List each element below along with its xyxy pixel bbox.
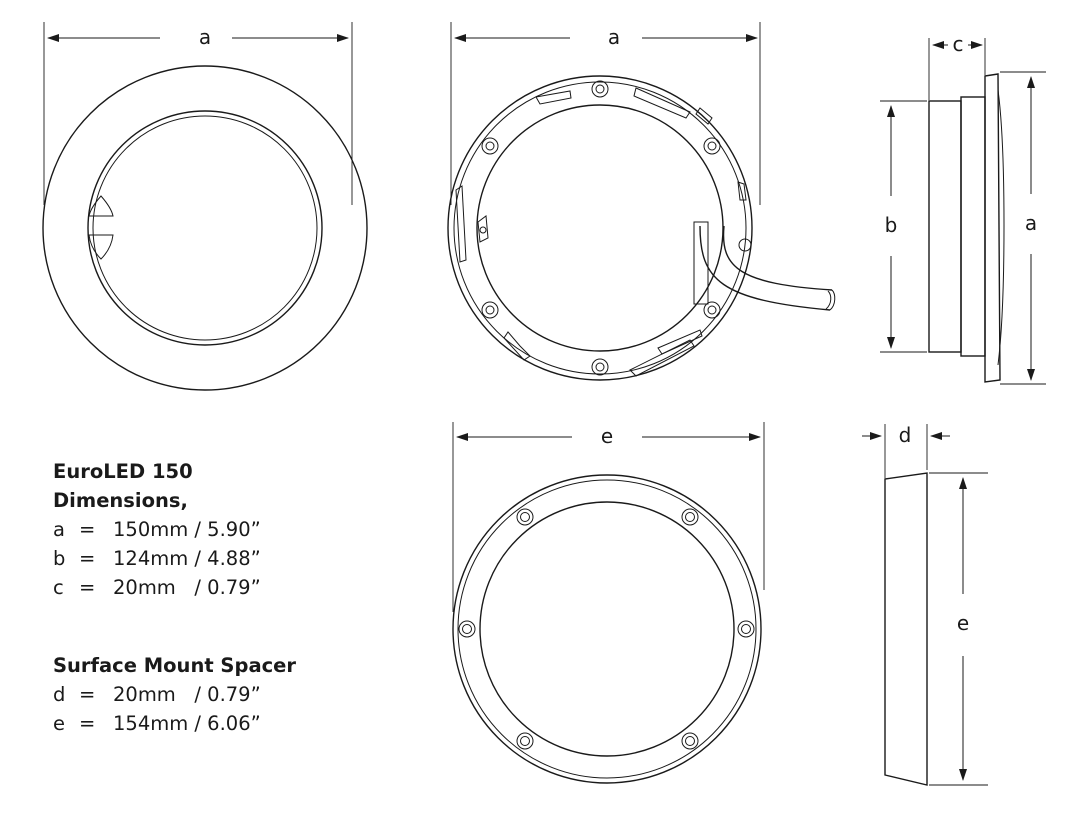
spacer-outer-ring (452, 474, 762, 784)
side-bezel (984, 73, 1001, 383)
side-dim-a-label: a (1025, 211, 1037, 235)
light-dim-row: c = 20mm / 0.79” (53, 573, 261, 602)
front-dim-a-label: a (199, 25, 211, 49)
dim-value: 20mm / 0.79” (113, 576, 261, 599)
light-title: EuroLED 150 (53, 460, 193, 483)
front-outer-ring (42, 65, 368, 391)
spacer-side-dim-e-label: e (957, 611, 969, 635)
dim-eq: = (79, 518, 96, 541)
dim-eq: = (79, 712, 96, 735)
back-view: a (447, 22, 836, 381)
spacer-title: Surface Mount Spacer (53, 654, 296, 677)
light-dim-row: a = 150mm / 5.90” (53, 515, 261, 544)
spacer-outer-edge (457, 479, 757, 779)
side-dim-b-label: b (885, 213, 898, 237)
back-housing (476, 104, 724, 352)
spacer-dim-row: d = 20mm / 0.79” (53, 680, 296, 709)
dim-key: a (53, 518, 65, 541)
side-collar (960, 96, 986, 357)
spacer-dim-row: e = 154mm / 6.06” (53, 709, 296, 738)
dim-value: 20mm / 0.79” (113, 683, 261, 706)
back-clips (455, 87, 747, 377)
dim-key: b (53, 547, 66, 570)
back-flange-edge (453, 81, 747, 375)
dim-eq: = (79, 576, 96, 599)
front-view: a (42, 22, 368, 391)
spacer-inner-ring (479, 501, 735, 757)
dim-key: c (53, 576, 64, 599)
front-lens-inner (92, 115, 318, 341)
dim-key: d (53, 683, 66, 706)
side-lens-curve (997, 89, 1005, 366)
back-cable (693, 221, 836, 311)
dim-eq: = (79, 547, 96, 570)
spacer-side-view: d e (862, 423, 988, 786)
spacer-dim-e-label: e (601, 424, 613, 448)
front-lens-outer (87, 110, 323, 346)
dim-value: 124mm / 4.88” (113, 547, 261, 570)
side-view: c b a (880, 32, 1046, 385)
back-dim-a-label: a (608, 25, 620, 49)
back-screw-holes (481, 80, 752, 376)
spacer-screw-holes (458, 508, 755, 750)
spacer-dim-d-label: d (899, 423, 912, 447)
dim-key: e (53, 712, 65, 735)
spacer-dimensions-block: Surface Mount Spacer d = 20mm / 0.79” e … (53, 651, 296, 738)
back-outer-ring (447, 75, 753, 381)
front-button-down-icon (88, 234, 114, 260)
light-subtitle: Dimensions, (53, 489, 188, 512)
light-dimensions-block: EuroLED 150 Dimensions, a = 150mm / 5.90… (53, 457, 261, 602)
side-dim-c-label: c (953, 32, 964, 56)
side-housing (928, 100, 962, 353)
dim-eq: = (79, 683, 96, 706)
spacer-side-profile (884, 472, 928, 786)
dim-value: 150mm / 5.90” (113, 518, 261, 541)
dim-value: 154mm / 6.06” (113, 712, 261, 735)
spacer-front-view: e (452, 422, 765, 784)
light-dim-row: b = 124mm / 4.88” (53, 544, 261, 573)
front-button-up-icon (88, 195, 114, 217)
